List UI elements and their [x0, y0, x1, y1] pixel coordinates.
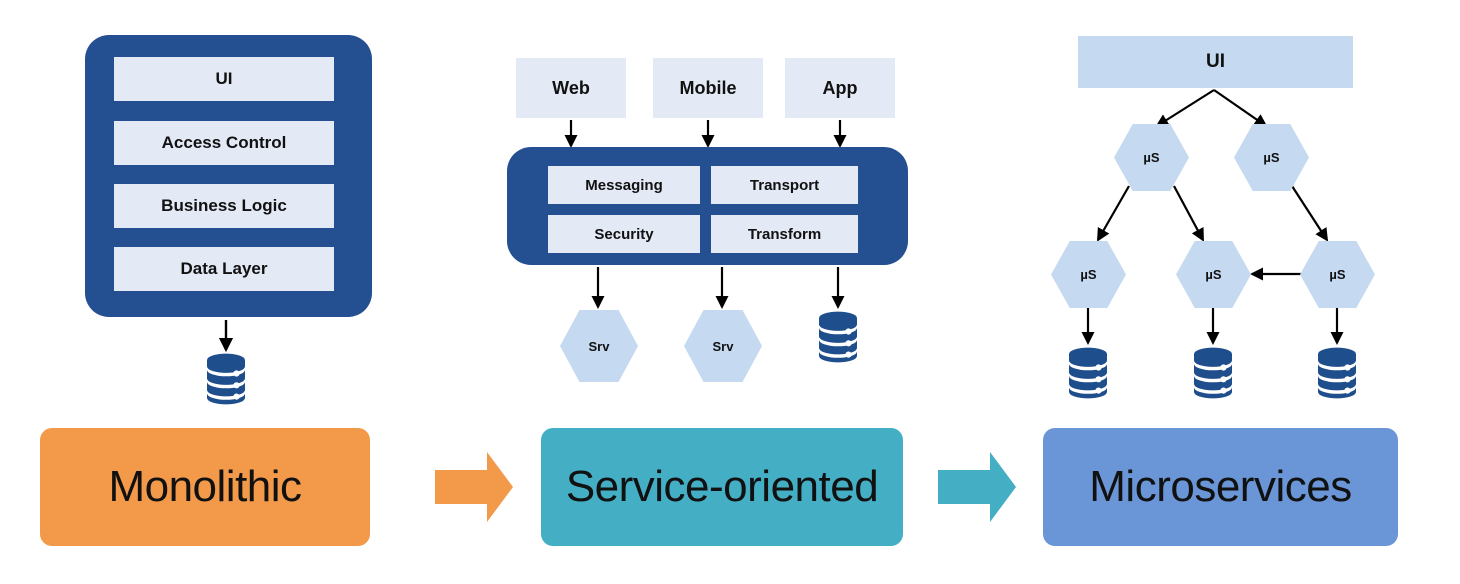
- microservice-tier1-node-2[interactable]: µS: [1234, 124, 1309, 191]
- monolith-database-icon: [207, 353, 245, 405]
- microservices-ui-label: UI: [1206, 51, 1225, 72]
- soa-component-messaging-label: Messaging: [585, 176, 663, 194]
- soa-service-hex-1-label: Srv: [588, 338, 610, 354]
- soa-service-hex-1[interactable]: Srv: [560, 310, 638, 382]
- soa-service-hex-2[interactable]: Srv: [684, 310, 762, 382]
- soa-service-hex-2-label: Srv: [712, 338, 734, 354]
- soa-client-app[interactable]: App: [785, 58, 895, 118]
- soa-client-app-label: App: [822, 77, 858, 98]
- soa-component-transform[interactable]: Transform: [711, 215, 858, 253]
- monolith-layer-data-layer[interactable]: Data Layer: [114, 247, 334, 291]
- microservice-tier2-node-3-label: µS: [1329, 267, 1346, 282]
- banner-service-oriented-label: Service-oriented: [565, 462, 879, 511]
- microservice-tier2-node-2-label: µS: [1205, 267, 1222, 282]
- soa-client-web[interactable]: Web: [516, 58, 626, 118]
- soa-component-security[interactable]: Security: [548, 215, 700, 253]
- arrow-soa-to-microservices: [938, 452, 1016, 522]
- monolith-layer-ui-label: UI: [215, 69, 233, 88]
- soa-database-icon: [819, 311, 857, 363]
- monolith-layer-data-layer-label: Data Layer: [180, 259, 268, 278]
- soa-client-mobile[interactable]: Mobile: [653, 58, 763, 118]
- banner-service-oriented[interactable]: Service-oriented: [541, 428, 903, 546]
- monolith-layer-business-logic-label: Business Logic: [161, 196, 287, 215]
- soa-client-arrows: [564, 120, 847, 148]
- soa-component-security-label: Security: [594, 225, 654, 243]
- banner-monolithic[interactable]: Monolithic: [40, 428, 370, 546]
- banner-monolithic-label: Monolithic: [108, 462, 302, 511]
- microservice-tier1-node-2-label: µS: [1263, 150, 1280, 165]
- soa-output-arrows: [591, 267, 845, 309]
- microservice-database-icon-1: [1069, 347, 1107, 399]
- microservice-database-icon-3: [1318, 347, 1356, 399]
- soa-component-transport-label: Transport: [749, 176, 820, 194]
- microservices-arrows: [1081, 89, 1344, 345]
- microservice-tier1-node-1[interactable]: µS: [1114, 124, 1189, 191]
- banner-microservices[interactable]: Microservices: [1043, 428, 1398, 546]
- monolith-layer-access-control[interactable]: Access Control: [114, 121, 334, 165]
- soa-client-web-label: Web: [552, 77, 590, 98]
- monolith-layer-ui[interactable]: UI: [114, 57, 334, 101]
- microservice-tier1-node-1-label: µS: [1143, 150, 1160, 165]
- monolith-layer-business-logic[interactable]: Business Logic: [114, 184, 334, 228]
- soa-client-mobile-label: Mobile: [679, 77, 737, 98]
- microservices-ui-bar[interactable]: UI: [1078, 36, 1353, 88]
- soa-component-transform-label: Transform: [747, 225, 822, 243]
- microservice-tier2-node-1-label: µS: [1080, 267, 1097, 282]
- soa-component-messaging[interactable]: Messaging: [548, 166, 700, 204]
- arrow-monolithic-to-soa: [435, 452, 513, 522]
- banner-microservices-label: Microservices: [1089, 462, 1352, 511]
- microservice-database-icon-2: [1194, 347, 1232, 399]
- soa-component-transport[interactable]: Transport: [711, 166, 858, 204]
- monolith-layer-access-control-label: Access Control: [161, 133, 287, 152]
